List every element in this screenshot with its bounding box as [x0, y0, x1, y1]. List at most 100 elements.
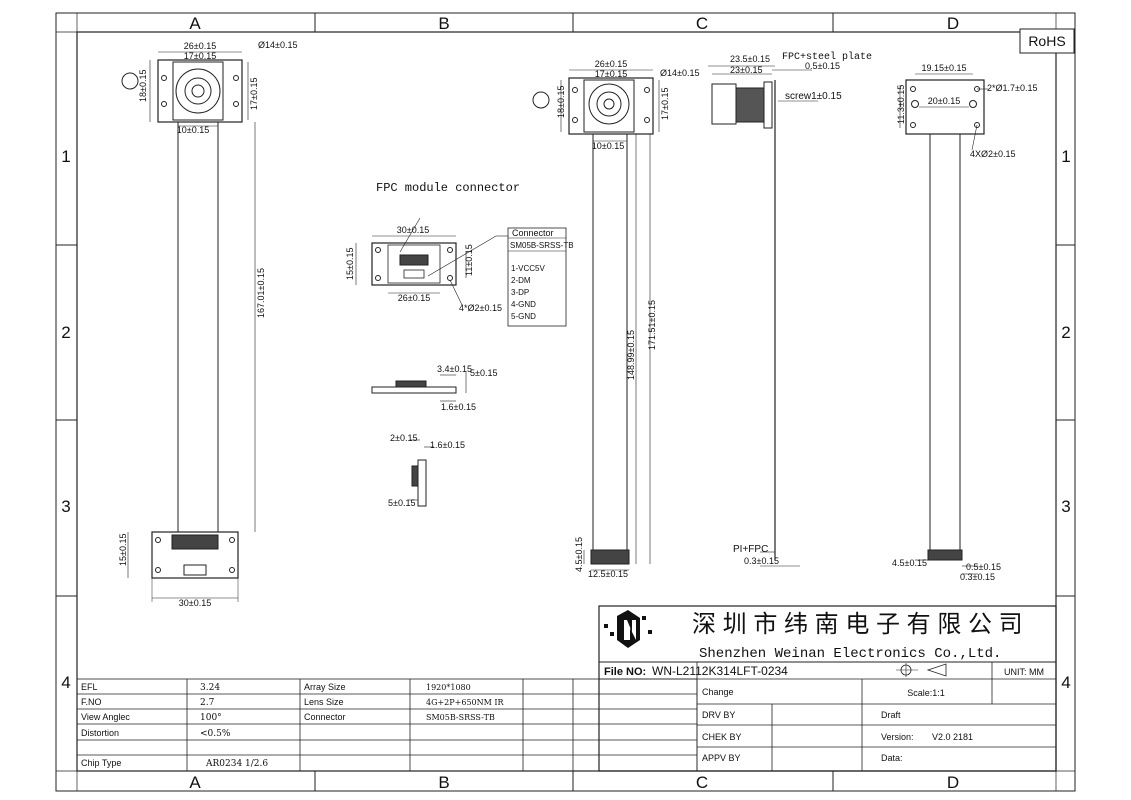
view-b [532, 69, 660, 571]
spec-label-array: Array Size [304, 682, 346, 692]
view-a-h15: 15±0.15 [118, 534, 128, 566]
view-a-h18: 18±0.15 [138, 70, 148, 102]
connector-w26: 26±0.15 [398, 293, 430, 303]
view-b-len171: 171.51±0.15 [647, 300, 657, 350]
unit: UNIT: MM [1004, 667, 1044, 677]
view-a-w26: 26±0.15 [184, 41, 216, 51]
small-d2: 2±0.15 [390, 433, 417, 443]
row-label-3: 3 [61, 497, 70, 516]
side-d16: 1.6±0.15 [441, 402, 476, 412]
view-b-d14: Ø14±0.15 [660, 68, 699, 78]
view-b-dims: 26±0.15 17±0.15 Ø14±0.15 18±0.15 17±0.15… [556, 59, 699, 579]
col-label-b: B [438, 14, 449, 33]
view-b-h45: 4.5±0.15 [574, 537, 584, 572]
spec-value-array: 1920*1080 [426, 683, 471, 692]
col-label-c-bottom: C [696, 773, 708, 792]
view-a-d14: Ø14±0.15 [258, 40, 297, 50]
spec-value-fno: 2.7 [200, 698, 215, 708]
spec-value-distortion: <0.5% [200, 729, 231, 739]
small-detail-dims: 2±0.15 1.6±0.15 5±0.15 [388, 433, 465, 508]
draft-label: Draft [881, 710, 901, 720]
spec-label-lens: Lens Size [304, 697, 344, 707]
view-d-d05: 0.5±0.15 [966, 562, 1001, 572]
company-name-cn: 深 圳 市 纬 南 电 子 有 限 公 司 [692, 611, 1023, 638]
spec-value-lens: 4G+2P+650NM IR [426, 698, 505, 707]
col-label-d-bottom: D [947, 773, 959, 792]
spec-value-efl: 3.24 [200, 683, 220, 693]
view-c-screw: screw1±0.15 [785, 91, 842, 102]
connector-holes: 4*Ø2±0.15 [459, 303, 502, 313]
connector-table-header: Connector [512, 228, 554, 238]
spec-label-view: View Anglec [81, 712, 130, 722]
view-c [708, 65, 818, 567]
view-a-dims: 26±0.15 17±0.15 Ø14±0.15 18±0.15 17±0.15… [118, 40, 297, 608]
row-label-2: 2 [61, 323, 70, 342]
side-d34: 3.4±0.15 [437, 364, 472, 374]
change-label: Change [702, 687, 734, 697]
connector-h11: 11±0.15 [464, 244, 474, 276]
row-label-4-right: 4 [1061, 673, 1070, 692]
view-d-holes4: 4XØ2±0.15 [970, 149, 1015, 159]
connector-detail [355, 217, 567, 327]
view-b-len148: 148.99±0.15 [626, 330, 636, 380]
col-label-c: C [696, 14, 708, 33]
col-label-a: A [189, 14, 201, 33]
row-label-4: 4 [61, 673, 70, 692]
view-a-w17: 17±0.15 [184, 51, 216, 61]
file-no: WN-L2112K314LFT-0234 [652, 664, 788, 678]
connector-h15: 15±0.15 [345, 248, 355, 280]
view-a-w30: 30±0.15 [179, 598, 211, 608]
version-value: V2.0 2181 [932, 732, 973, 742]
grid-labels: A B C D A B C D 1 2 3 4 1 2 3 4 [61, 14, 1070, 792]
view-b-h18: 18±0.15 [556, 86, 566, 118]
row-label-2-right: 2 [1061, 323, 1070, 342]
side-detail-dims: 3.4±0.15 5±0.15 1.6±0.15 [437, 364, 497, 412]
file-no-label: File NO: [604, 666, 646, 678]
spec-label-efl: EFL [81, 682, 98, 692]
view-c-d05: 0.5±0.15 [805, 61, 840, 71]
view-d-h113: 11.3±0.15 [896, 85, 906, 124]
data-label: Data: [881, 753, 903, 763]
spec-label-connector: Connector [304, 712, 346, 722]
view-b-w125: 12.5±0.15 [588, 569, 628, 579]
connector-pin-3: 3-DP [511, 288, 529, 297]
col-label-b-bottom: B [438, 773, 449, 792]
connector-w30: 30±0.15 [397, 225, 429, 235]
spec-value-chip: AR0234 1/2.6 [205, 759, 268, 769]
view-c-d03: 0.3±0.15 [744, 556, 779, 566]
view-d [899, 73, 988, 575]
view-b-h17: 17±0.15 [660, 88, 670, 120]
spec-value-view: 100° [200, 713, 222, 723]
scale: Scale:1:1 [907, 688, 945, 698]
chek-label: CHEK BY [702, 732, 742, 742]
connector-pin-2: 2-DM [511, 276, 531, 285]
appv-label: APPV BY [702, 753, 741, 763]
view-a-len167: 167.01±0.15 [256, 268, 266, 318]
spec-value-connector: SM05B-SRSS-TB [426, 713, 495, 722]
view-a-h17: 17±0.15 [249, 78, 259, 110]
view-b-fpc10: 10±0.15 [592, 141, 624, 151]
view-c-w235: 23.5±0.15 [730, 54, 770, 64]
spec-label-fno: F.NO [81, 697, 102, 707]
title-block-text: 深 圳 市 纬 南 电 子 有 限 公 司 Shenzhen Weinan El… [604, 611, 1044, 763]
connector-part-no: SM05B-SRSS-TB [510, 241, 574, 250]
side-detail [371, 372, 467, 402]
connector-detail-title: FPC module connector [376, 181, 520, 195]
connector-pin-4: 4-GND [511, 300, 536, 309]
small-d5: 5±0.15 [388, 498, 415, 508]
rohs-badge: RoHS [1019, 28, 1075, 54]
view-d-h45: 4.5±0.15 [892, 558, 927, 568]
view-c-pifpc: PI+FPC [733, 544, 768, 555]
connector-detail-text: FPC module connector 30±0.15 15±0.15 11±… [345, 181, 574, 321]
view-a [121, 51, 256, 602]
connector-pin-5: 5-GND [511, 312, 536, 321]
side-d5: 5±0.15 [470, 368, 497, 378]
view-c-w23: 23±0.15 [730, 65, 762, 75]
view-b-w26: 26±0.15 [595, 59, 627, 69]
version-label: Version: [881, 732, 914, 742]
small-d16: 1.6±0.15 [430, 440, 465, 450]
view-d-d03: 0.3±0.15 [960, 572, 995, 582]
row-label-3-right: 3 [1061, 497, 1070, 516]
spec-label-chip: Chip Type [81, 758, 121, 768]
